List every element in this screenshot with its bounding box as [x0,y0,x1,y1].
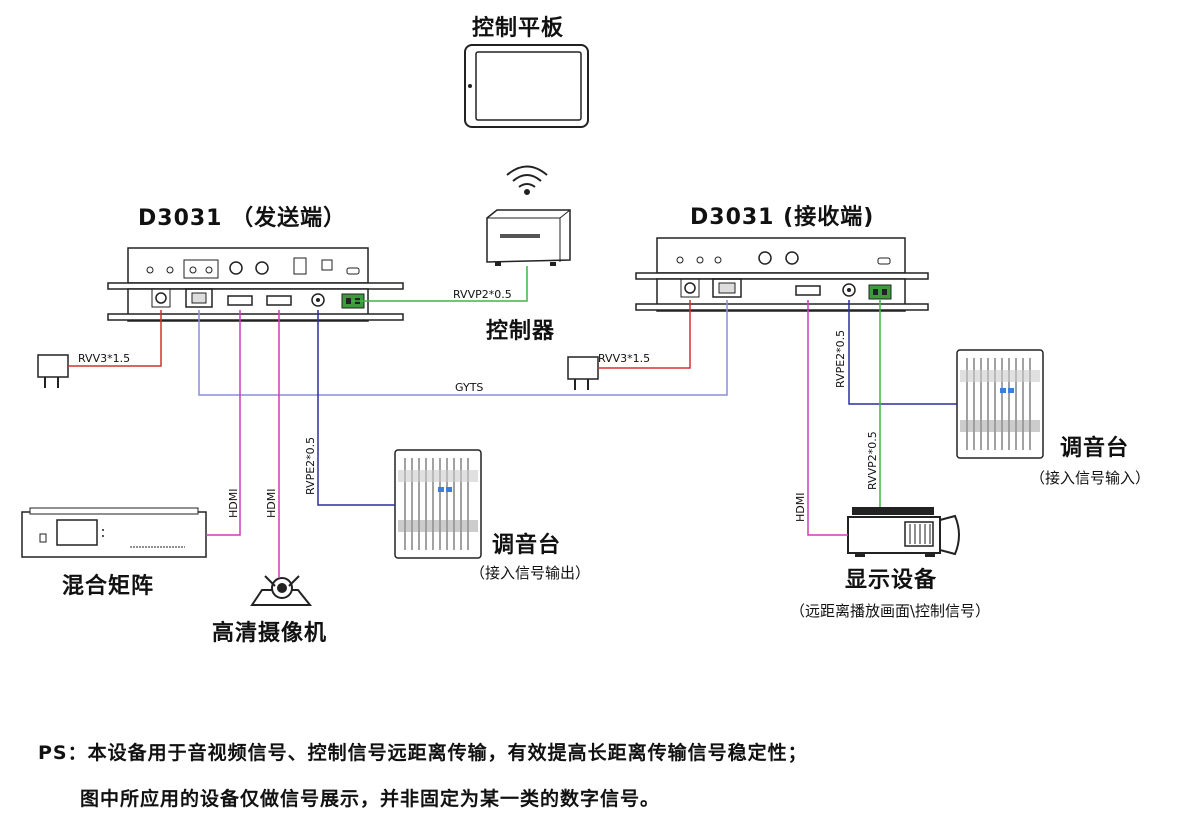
matrix-device [21,507,207,558]
wifi-icon [506,165,548,195]
mixer-output-device [394,449,482,559]
cable-label-hdmi-display: HDMI [794,492,807,522]
note-line-2: 图中所应用的设备仅做信号展示，并非固定为某一类的数字信号。 [80,788,661,810]
cable-label-rvvp-right: RVVP2*0.5 [866,431,879,490]
cable-label-rvvp-top: RVVP2*0.5 [453,288,512,301]
controller-label: 控制器 [486,319,556,344]
sender-device [107,247,404,322]
receiver-label: D3031 (接收端) [690,205,875,230]
cable-label-rvv-left: RVV3*1.5 [78,352,131,365]
cable-label-rvv-right: RVV3*1.5 [598,352,651,365]
cable-power-left [68,310,162,367]
cable-fiber [198,300,728,396]
cable-power-right [598,300,691,369]
note-line-1: PS：本设备用于音视频信号、控制信号远距离传输，有效提高长距离传输信号稳定性； [38,742,808,764]
camera-label: 高清摄像机 [212,621,328,646]
mixer-output-label: 调音台 [492,533,562,558]
cable-label-rvpe-right: RVPE2*0.5 [834,329,847,388]
display-label: 显示设备 [845,568,938,593]
mixer-input-sublabel: （接入信号输入） [1030,469,1151,487]
mixer-input-device [956,349,1044,459]
display-sublabel: （远距离播放画面\控制信号） [790,602,991,620]
cable-label-rvpe-left: RVPE2*0.5 [304,436,317,495]
tablet-label: 控制平板 [472,16,565,41]
display-device [847,507,960,557]
tablet-device [464,44,589,128]
receiver-device [635,237,929,312]
cable-audio-in [848,300,957,405]
controller-device [486,209,571,266]
cable-hdmi-display [807,300,848,536]
mixer-output-sublabel: （接入信号输出） [470,564,591,582]
cable-label-hdmi-camera: HDMI [265,488,278,518]
cable-audio-out [317,310,395,506]
matrix-label: 混合矩阵 [62,574,155,599]
cable-label-gyts: GYTS [455,381,484,394]
sender-label: D3031 （发送端） [138,206,347,231]
power-adapter-right [567,356,599,390]
cable-hdmi-matrix [206,310,241,536]
cable-label-hdmi-matrix: HDMI [227,488,240,518]
camera-device [250,575,313,606]
power-adapter-left [37,354,69,388]
cable-rvvp-sender [352,266,528,302]
mixer-input-label: 调音台 [1060,436,1130,461]
